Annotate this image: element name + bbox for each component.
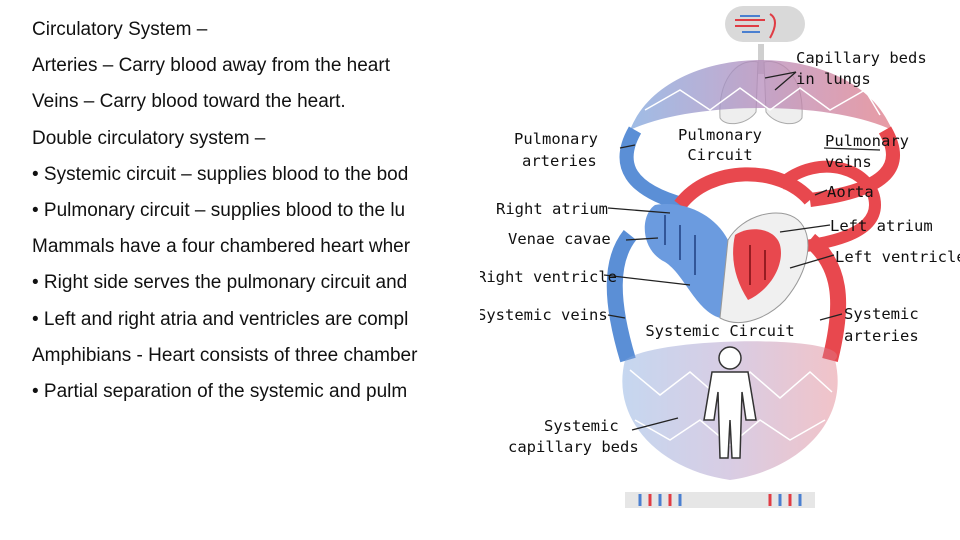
label-pulmonary-arteries-2: arteries [522, 152, 597, 170]
label-right-ventricle: Right ventricle [480, 268, 617, 286]
label-pulmonary-arteries: Pulmonary [514, 130, 598, 148]
label-systemic-capillary-beds: Systemic [544, 417, 619, 435]
text-line-arteries: Arteries – Carry blood away from the hea… [32, 55, 390, 77]
systemic-vein-vessel [606, 230, 637, 363]
pulmonary-vein-vessel [809, 126, 900, 207]
label-pulmonary-circuit-2: Circuit [687, 146, 752, 164]
label-systemic-arteries: Systemic [844, 305, 919, 323]
label-capillary-beds-lungs-2: in lungs [796, 70, 871, 88]
label-pulmonary-veins-2: veins [825, 153, 872, 171]
aorta-arch [674, 167, 816, 210]
label-venae-cavae: Venae cavae [508, 230, 611, 248]
label-systemic-circuit: Systemic Circuit [645, 322, 794, 340]
label-right-atrium: Right atrium [496, 200, 608, 218]
text-line-veins: Veins – Carry blood toward the heart. [32, 91, 346, 113]
label-capillary-beds-lungs: Capillary beds [796, 49, 927, 67]
pulmonary-artery-vessel [619, 126, 687, 212]
label-systemic-veins: Systemic veins [480, 306, 608, 324]
text-line-title: Circulatory System – [32, 19, 208, 40]
circulatory-diagram-svg: Capillary beds in lungs Pulmonary arteri… [480, 6, 960, 508]
label-left-ventricle: Left ventricle [835, 248, 960, 266]
label-left-atrium: Left atrium [830, 217, 933, 235]
label-aorta: Aorta [827, 183, 874, 201]
text-line-partial-separation: • Partial separation of the systemic and… [32, 380, 408, 402]
heart-icon [644, 204, 809, 323]
text-line-mammals: Mammals have a four chambered heart wher [32, 236, 411, 258]
human-figure-icon [703, 346, 757, 459]
slide-text: Circulatory System – Arteries – Carry bl… [32, 12, 632, 410]
pulmonary-capillary-bed [630, 60, 892, 130]
text-line-amphibians: Amphibians - Heart consists of three cha… [32, 344, 418, 366]
circulatory-diagram: Capillary beds in lungs Pulmonary arteri… [480, 0, 960, 540]
text-line-atria-ventricles: • Left and right atria and ventricles ar… [32, 308, 409, 330]
head-capillary-icon [725, 6, 805, 42]
text-line-systemic-circuit: • Systemic circuit – supplies blood to t… [32, 163, 409, 185]
leader-lines [603, 71, 881, 431]
text-line-pulmonary-circuit: • Pulmonary circuit – supplies blood to … [32, 199, 406, 221]
bottom-vessel-strip [625, 492, 815, 508]
label-systemic-arteries-2: arteries [844, 327, 919, 345]
label-pulmonary-circuit: Pulmonary [678, 126, 762, 144]
text-line-double-system: Double circulatory system – [32, 127, 266, 149]
label-pulmonary-veins: Pulmonary [825, 132, 909, 150]
systemic-artery-vessel [804, 233, 847, 362]
text-line-right-side: • Right side serves the pulmonary circui… [32, 272, 408, 294]
label-systemic-capillary-beds-2: capillary beds [508, 438, 639, 456]
